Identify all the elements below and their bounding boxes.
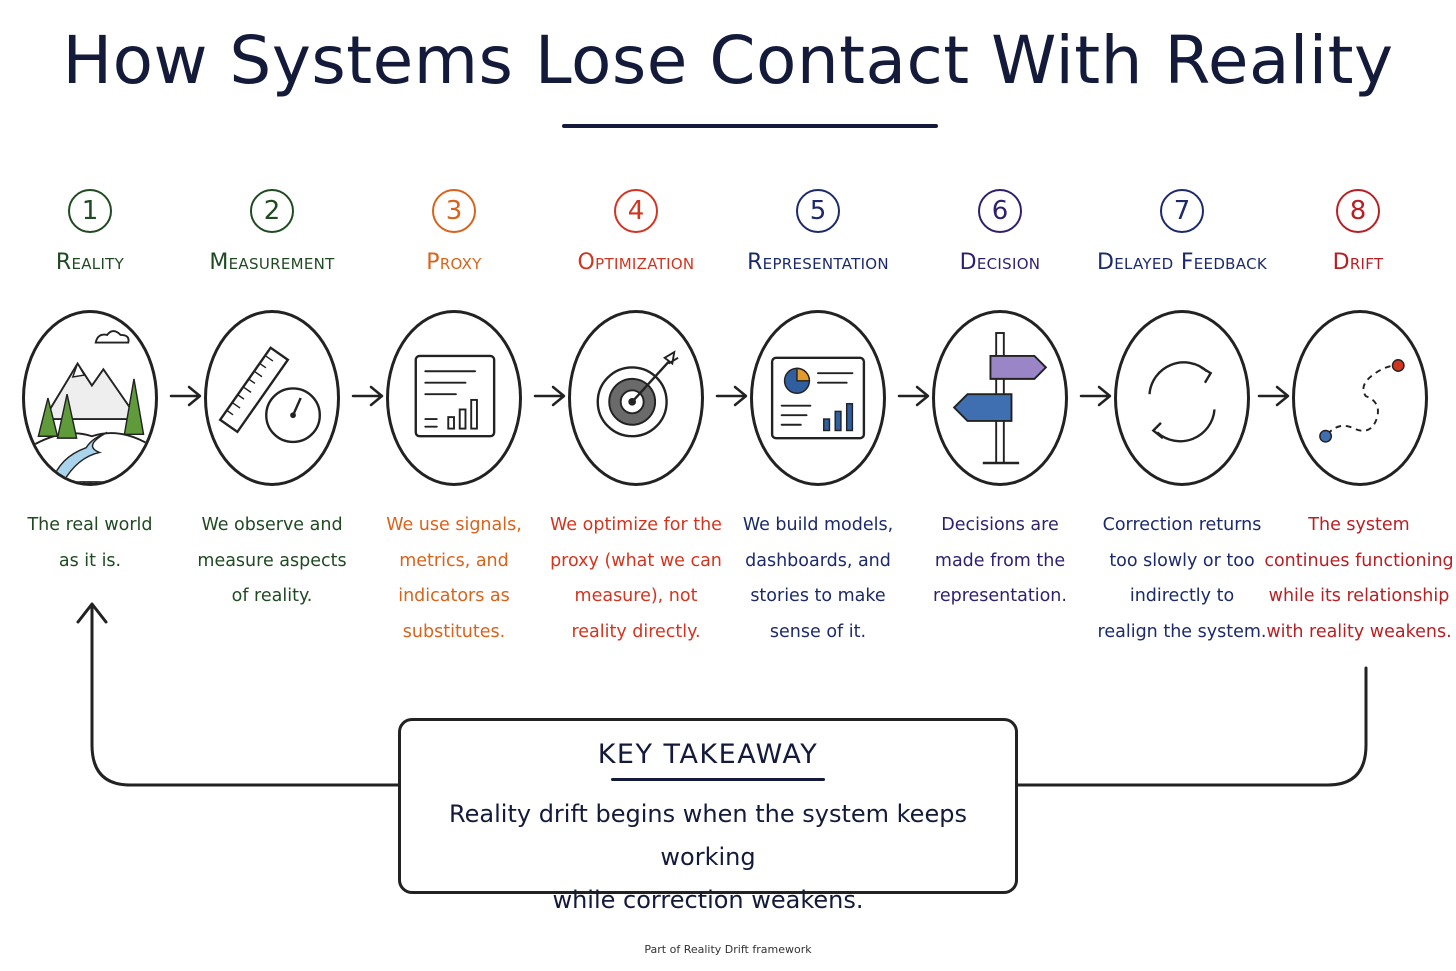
- step-number-badge: 2: [250, 189, 294, 233]
- step-number-badge: 1: [68, 189, 112, 233]
- step-label: Drift: [1332, 250, 1384, 275]
- page-title: How Systems Lose Contact With Reality: [62, 22, 1394, 99]
- title-area: How Systems Lose Contact With Reality: [0, 22, 1456, 99]
- step-label: Proxy: [426, 250, 482, 275]
- arrow-right-icon: [715, 383, 749, 409]
- step-number-badge: 8: [1336, 189, 1380, 233]
- arrow-right-icon: [169, 383, 203, 409]
- step-label: Measurement: [209, 250, 335, 275]
- step-label: Delayed Feedback: [1097, 250, 1267, 275]
- signpost-icon: [932, 310, 1068, 486]
- step-number-badge: 3: [432, 189, 476, 233]
- ruler-gauge-icon: [204, 310, 340, 486]
- step-label: Decision: [959, 250, 1041, 275]
- title-underline: [562, 124, 938, 128]
- step-number-badge: 5: [796, 189, 840, 233]
- takeaway-heading: KEY TAKEAWAY: [597, 739, 819, 770]
- key-takeaway-box: KEY TAKEAWAY Reality drift begins when t…: [398, 718, 1018, 914]
- takeaway-text: Reality drift begins when the system kee…: [449, 800, 967, 914]
- step-number-badge: 6: [978, 189, 1022, 233]
- arrow-right-icon: [1079, 383, 1113, 409]
- arrow-right-icon: [1257, 383, 1291, 409]
- target-icon: [568, 310, 704, 486]
- arrow-right-icon: [533, 383, 567, 409]
- footer-credit: Part of Reality Drift framework: [644, 943, 812, 956]
- dashboard-icon: [750, 310, 886, 486]
- arrow-right-icon: [897, 383, 931, 409]
- landscape-icon: [22, 310, 158, 486]
- step-label: Reality: [55, 250, 125, 275]
- cycle-arrows-icon: [1114, 310, 1250, 486]
- step-label: Representation: [747, 250, 889, 275]
- step-label: Optimization: [577, 250, 695, 275]
- drift-path-icon: [1292, 310, 1428, 486]
- takeaway-heading-underline: [611, 778, 825, 781]
- step-number-badge: 4: [614, 189, 658, 233]
- step-number-badge: 7: [1160, 189, 1204, 233]
- step-representation: 5 Representation We build models,dashboa…: [728, 0, 908, 700]
- report-chart-icon: [386, 310, 522, 486]
- arrow-right-icon: [351, 383, 385, 409]
